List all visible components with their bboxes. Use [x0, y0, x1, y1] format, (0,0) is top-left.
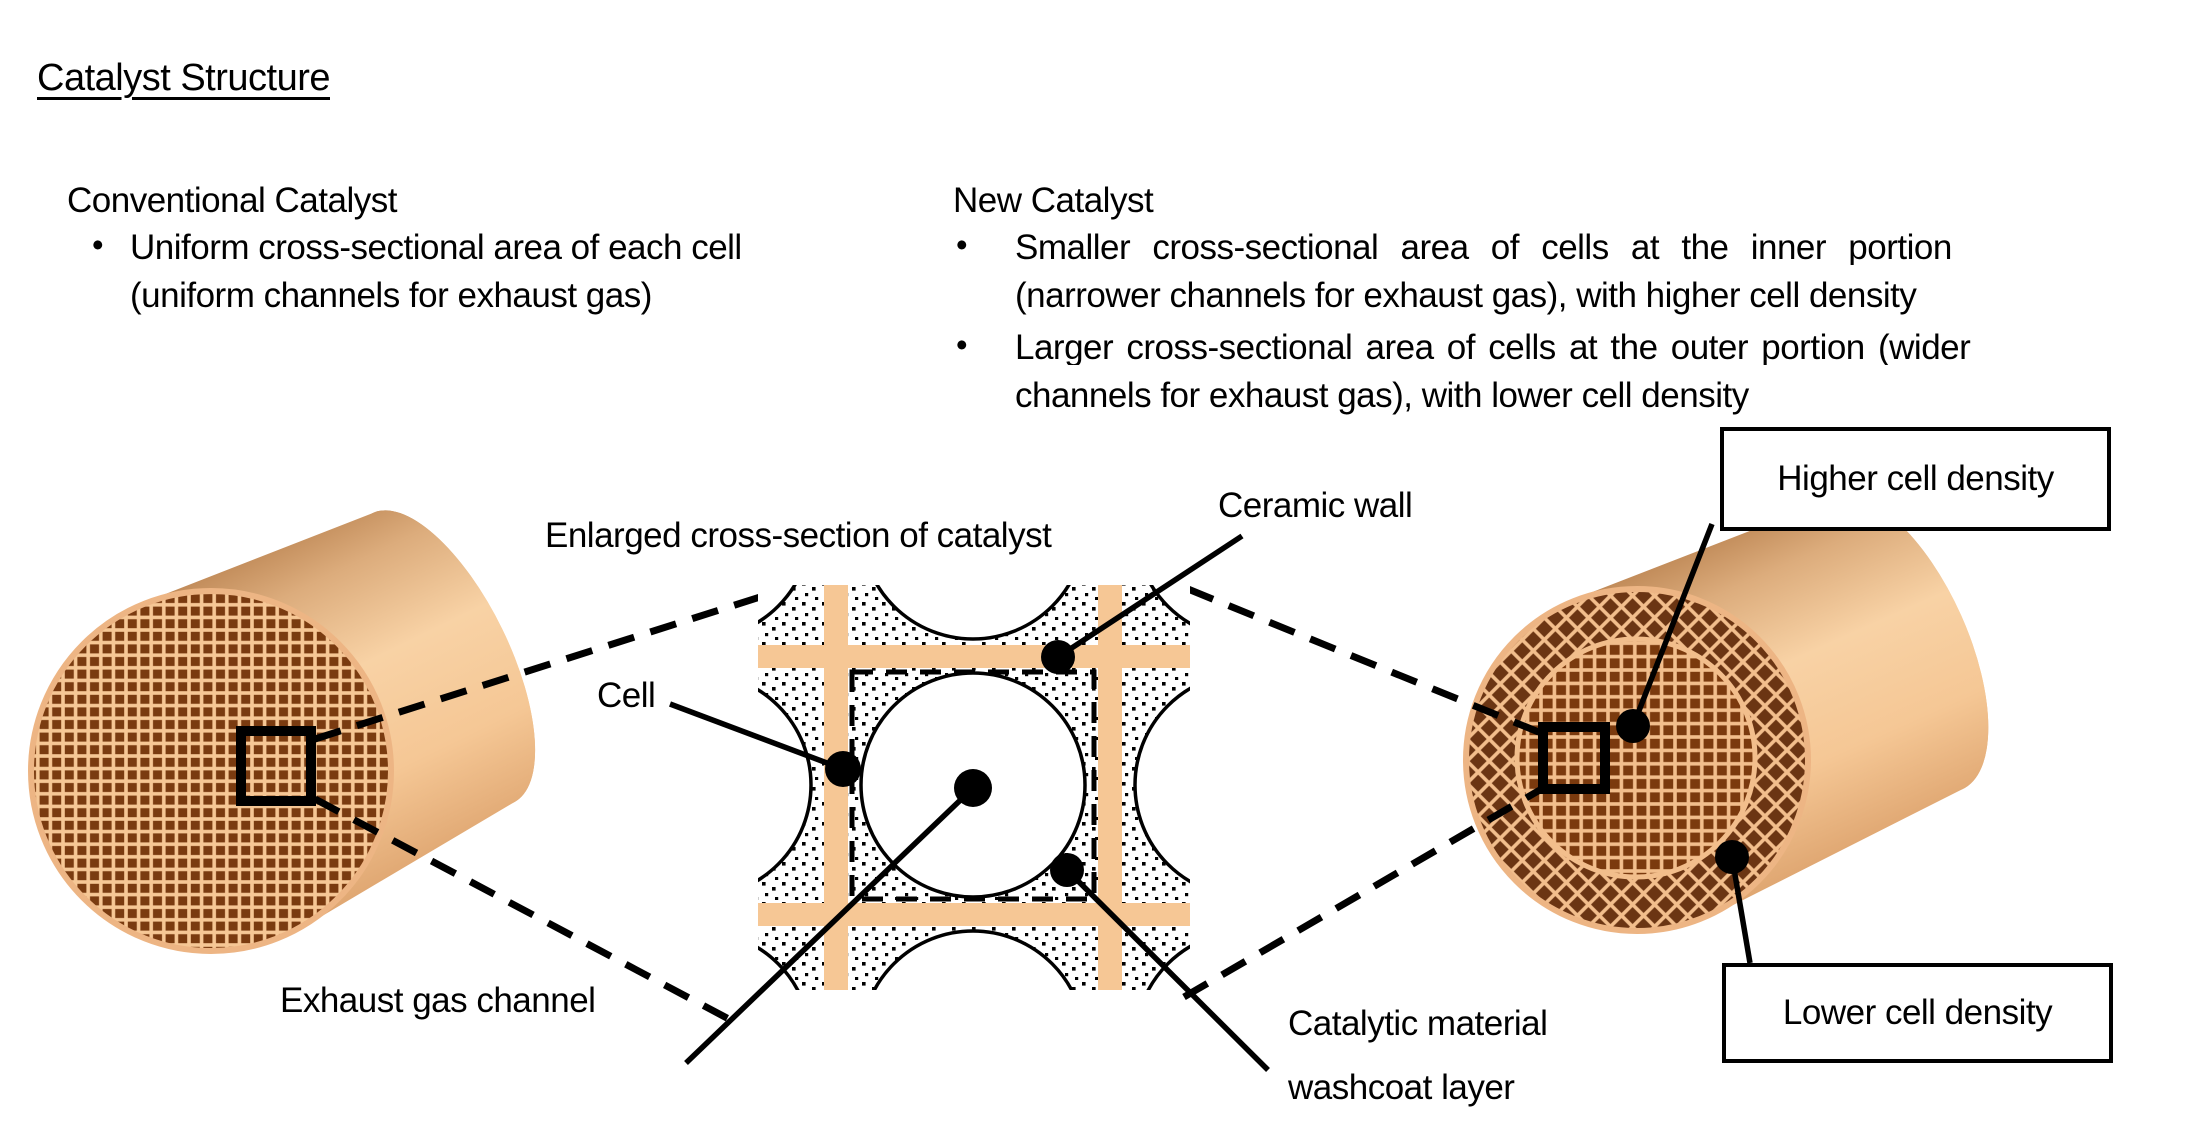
higher-density-leader-line — [1630, 522, 1715, 728]
exhaust-channel-dot — [954, 769, 992, 807]
washcoat-leader-line — [1065, 868, 1270, 1072]
exhaust-gas-channel-label: Exhaust gas channel — [280, 981, 596, 1020]
projection-dashed-lines — [313, 585, 1547, 1029]
ceramic-wall-label: Ceramic wall — [1218, 486, 1413, 525]
bullet-marker: • — [92, 226, 104, 263]
higher-cell-density-text: Higher cell density — [1777, 459, 2054, 498]
new-bullet1-line2: (narrower channels for exhaust gas), wit… — [1015, 276, 1917, 315]
higher-cell-density-callout: Higher cell density — [1720, 427, 2111, 531]
washcoat-label-line1: Catalytic material — [1288, 1004, 1548, 1043]
conventional-heading: Conventional Catalyst — [67, 181, 397, 220]
new-bullet2-line2: channels for exhaust gas), with lower ce… — [1015, 376, 1749, 415]
bullet-marker: • — [956, 326, 968, 363]
exhaust-leader-line — [684, 786, 975, 1065]
higher-density-dot — [1616, 709, 1650, 743]
bullet-marker: • — [956, 226, 968, 263]
washcoat-label-line2: washcoat layer — [1288, 1068, 1515, 1107]
leader-dots — [825, 640, 1749, 887]
new-cylinder — [1463, 496, 1989, 934]
new-zoom-square — [1538, 722, 1610, 794]
ceramic-wall-dot — [1041, 640, 1075, 674]
page-title: Catalyst Structure — [37, 57, 331, 99]
lower-density-leader-line — [1729, 856, 1753, 964]
new-catalyst-heading: New Catalyst — [953, 181, 1154, 220]
lower-density-dot — [1715, 840, 1749, 874]
lower-cell-density-text: Lower cell density — [1782, 993, 2053, 1032]
new-bullet2-line1: Larger cross-sectional area of cells at … — [1015, 330, 1971, 365]
conventional-cylinder-face — [28, 588, 394, 954]
conventional-bullet1-line1: Uniform cross-sectional area of each cel… — [130, 228, 742, 267]
conventional-cylinder — [28, 510, 536, 954]
conventional-bullet1-line2: (uniform channels for exhaust gas) — [130, 276, 652, 315]
washcoat-dot — [1050, 853, 1084, 887]
ceramic-wall-leader-line — [1056, 533, 1244, 660]
conventional-zoom-square — [236, 726, 316, 806]
new-bullet1-line1: Smaller cross-sectional area of cells at… — [1015, 230, 1952, 265]
lower-cell-density-callout: Lower cell density — [1722, 963, 2113, 1063]
cell-label: Cell — [597, 676, 656, 715]
leader-lines — [669, 522, 1753, 1072]
enlarged-caption: Enlarged cross-section of catalyst — [545, 516, 1052, 555]
cell-dot — [825, 751, 861, 787]
cell-leader-line — [669, 701, 844, 772]
cell-boundary-dashed — [849, 669, 1097, 902]
new-cylinder-inner-region — [1514, 636, 1758, 880]
